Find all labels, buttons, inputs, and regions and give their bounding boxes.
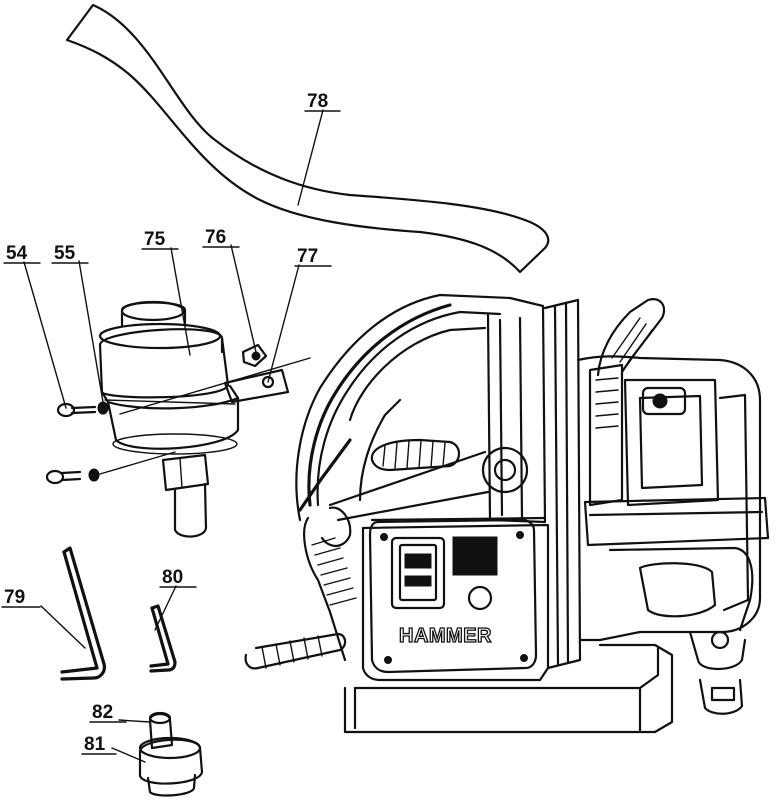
callout-76: 76: [205, 227, 226, 248]
leader-78: [297, 109, 324, 206]
part-78-hose: [65, 3, 550, 274]
callout-54: 54: [6, 243, 28, 264]
leader-76: [230, 244, 257, 353]
part-79-hex-key: [60, 546, 106, 681]
leader-75: [170, 247, 191, 356]
part-77-bracket: [119, 357, 311, 415]
part-55-washer: [97, 401, 109, 415]
leader-81: [111, 747, 146, 763]
leader-55: [78, 260, 104, 403]
callout-75: 75: [144, 229, 166, 250]
callout-leaders: [23, 109, 324, 763]
leader-77: [267, 264, 300, 383]
leader-79: [40, 605, 86, 649]
leader-82: [118, 719, 151, 723]
lower-screw: [45, 451, 176, 485]
part-80-hex-key: [149, 604, 177, 673]
hammer-brand-label: HAMMER: [399, 625, 492, 647]
part-81-adapter: [138, 736, 204, 797]
callout-81: 81: [84, 734, 106, 755]
part-54-screw: [56, 402, 97, 418]
callout-82: 82: [92, 702, 113, 723]
callout-79: 79: [4, 587, 25, 608]
callout-80: 80: [162, 567, 183, 588]
leader-80: [154, 585, 177, 631]
callout-77: 77: [297, 246, 318, 267]
callout-55: 55: [54, 243, 76, 264]
callout-labels: 78 54 55 75 76 77 79 80 82 81: [1, 91, 341, 755]
leader-54: [23, 261, 67, 409]
magnetic-drill-body: HAMMER: [244, 293, 770, 734]
callout-78: 78: [307, 91, 328, 112]
part-75-coolant-unit: [98, 300, 240, 455]
arbor-shaft: [161, 453, 210, 538]
